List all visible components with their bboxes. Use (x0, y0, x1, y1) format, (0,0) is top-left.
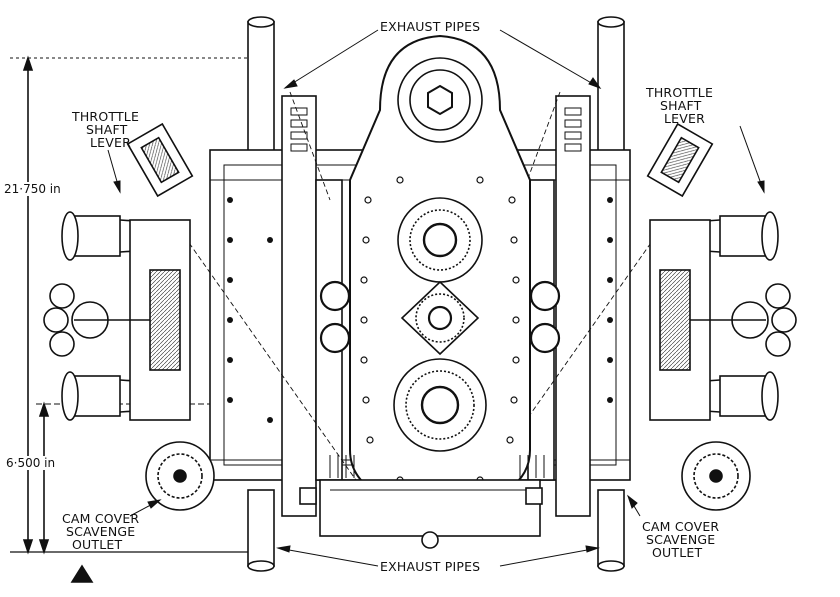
overall-height-dimension: 21·750 in (4, 182, 61, 196)
leader-lines (107, 29, 765, 567)
sump-housing (299, 455, 545, 549)
exhaust-pipe-lower-left (247, 489, 275, 572)
lower-gear-boss (393, 358, 487, 452)
exhaust-pipes-top-label: EXHAUST PIPES (380, 19, 481, 34)
label-line: OUTLET (72, 537, 123, 552)
cam-cover-scavenge-outlet-right-label: CAM COVER SCAVENGE OUTLET (642, 520, 719, 559)
label-line: LEVER (90, 135, 131, 150)
left-linkage-chain (43, 283, 150, 357)
exhaust-pipe-upper-left (247, 16, 275, 173)
label-line: OUTLET (652, 545, 703, 560)
exhaust-pipes-bottom-label: EXHAUST PIPES (380, 559, 481, 574)
throttle-shaft-lever-right-label: THROTTLE SHAFT LEVER (646, 86, 713, 125)
exhaust-pipe-upper-right (597, 16, 625, 173)
label-line: SCAVENGE (66, 524, 136, 539)
label-line: SHAFT (660, 98, 702, 113)
cam-cover-scavenge-outlet-left-label: CAM COVER SCAVENGE OUTLET (62, 512, 139, 551)
right-cam-cover-outlet (681, 441, 751, 511)
label-line: THROTTLE (72, 109, 140, 124)
throttle-shaft-lever-left-label: THROTTLE SHAFT LEVER (72, 110, 139, 149)
triangle-mark (70, 564, 94, 583)
crankcase-openings (319, 280, 561, 354)
right-linkage-chain (690, 283, 797, 357)
lower-height-dimension: 6·500 in (6, 456, 56, 470)
right-injector-block (646, 122, 714, 198)
left-carburettor-assembly (43, 122, 215, 511)
left-cam-cover-outlet (145, 441, 215, 511)
label-line: CAM COVER (62, 511, 140, 526)
label-line: THROTTLE (646, 85, 714, 100)
label-line: LEVER (664, 111, 705, 126)
exhaust-pipe-lower-right (597, 489, 625, 572)
upper-gear-boss (397, 197, 483, 283)
label-line: SHAFT (86, 122, 128, 137)
right-intake-trumpet-upper (659, 211, 779, 261)
left-injector-block (126, 122, 194, 198)
right-carburettor-assembly (646, 122, 797, 511)
middle-gear-boss (400, 280, 480, 356)
label-line: SCAVENGE (646, 532, 716, 547)
label-line: CAM COVER (642, 519, 720, 534)
